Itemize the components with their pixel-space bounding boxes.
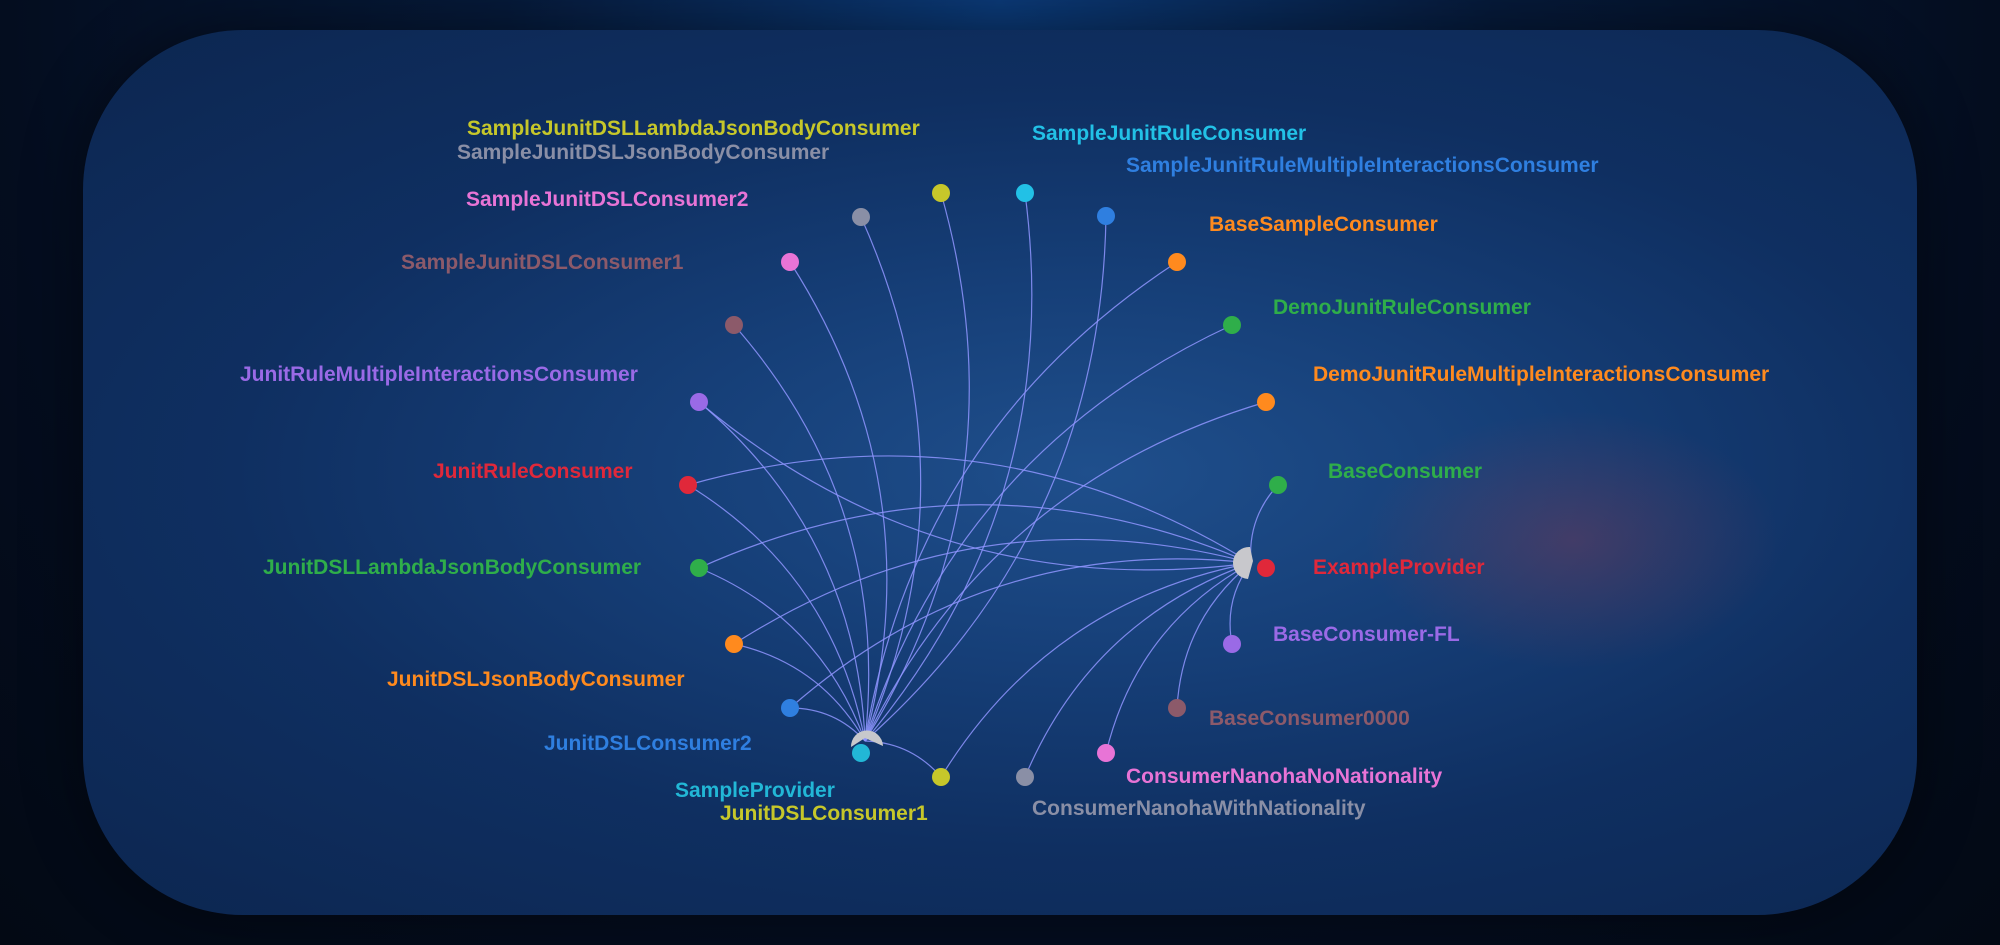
consumer-node-c17[interactable]: [932, 768, 950, 786]
consumer-label-c16: BaseConsumer0000: [1209, 707, 1410, 730]
edge-c12-example-provider: [698, 504, 1252, 569]
consumer-node-c2[interactable]: [1016, 184, 1034, 202]
consumer-label-c17: JunitDSLConsumer1: [720, 802, 928, 825]
consumer-node-c14[interactable]: [1223, 635, 1241, 653]
consumer-node-c13[interactable]: [725, 635, 743, 653]
edge-c19-example-provider: [1024, 562, 1252, 778]
labels: SampleProvider ExampleProvider SampleJunit…: [240, 117, 1769, 825]
edge-c16-example-provider: [1176, 562, 1252, 709]
edges: [687, 192, 1279, 778]
edge-c17-sample-provider: [864, 740, 942, 778]
consumer-node-c5[interactable]: [1168, 253, 1186, 271]
consumer-label-c12: JunitDSLLambdaJsonBodyConsumer: [263, 556, 641, 579]
edge-c13-sample-provider: [733, 643, 866, 742]
edge-c0-sample-provider: [864, 192, 970, 742]
edge-c12-sample-provider: [698, 567, 866, 742]
edge-c2-sample-provider: [864, 192, 1033, 742]
consumer-label-c3: SampleJunitRuleMultipleInteractionsConsu…: [1126, 154, 1599, 177]
edge-c8-example-provider: [698, 401, 1252, 571]
edge-c8-sample-provider: [698, 401, 866, 742]
consumer-label-c15: JunitDSLConsumer2: [544, 732, 752, 755]
consumer-label-c8: JunitRuleMultipleInteractionsConsumer: [240, 363, 638, 386]
provider-hub-sample-provider: [850, 730, 883, 747]
consumer-label-c0: SampleJunitDSLLambdaJsonBodyConsumer: [467, 117, 920, 140]
consumer-label-c6: SampleJunitDSLConsumer1: [401, 251, 684, 274]
edge-c1-sample-provider: [860, 216, 922, 742]
edge-c10-example-provider: [687, 455, 1252, 564]
consumer-node-c18[interactable]: [1097, 744, 1115, 762]
consumer-label-c7: DemoJunitRuleConsumer: [1273, 296, 1531, 319]
provider-label-example-provider: ExampleProvider: [1313, 556, 1485, 579]
consumer-label-c10: JunitRuleConsumer: [433, 460, 633, 483]
consumer-label-c5: BaseSampleConsumer: [1209, 213, 1438, 236]
consumer-node-c8[interactable]: [690, 393, 708, 411]
nodes: [679, 184, 1287, 786]
edge-c18-example-provider: [1105, 562, 1252, 754]
edge-c9-sample-provider: [864, 401, 1267, 742]
consumer-label-c9: DemoJunitRuleMultipleInteractionsConsume…: [1313, 363, 1769, 386]
edge-c13-example-provider: [733, 538, 1252, 645]
consumer-label-c11: BaseConsumer: [1328, 460, 1482, 483]
consumer-node-c1[interactable]: [852, 208, 870, 226]
consumer-node-c7[interactable]: [1223, 316, 1241, 334]
consumer-node-c19[interactable]: [1016, 768, 1034, 786]
consumer-label-c4: SampleJunitDSLConsumer2: [466, 188, 748, 211]
diagram-panel: [83, 30, 1917, 915]
consumer-node-c9[interactable]: [1257, 393, 1275, 411]
consumer-node-c11[interactable]: [1269, 476, 1287, 494]
consumer-label-c14: BaseConsumer-FL: [1273, 623, 1460, 646]
provider-node-example-provider[interactable]: [1257, 559, 1275, 577]
consumer-node-c4[interactable]: [781, 253, 799, 271]
edge-c15-example-provider: [789, 558, 1252, 709]
consumer-label-c13: JunitDSLJsonBodyConsumer: [387, 668, 685, 691]
edge-c17-example-provider: [940, 562, 1252, 778]
edge-c10-sample-provider: [687, 484, 866, 742]
consumer-node-c16[interactable]: [1168, 699, 1186, 717]
edge-c7-sample-provider: [864, 324, 1233, 742]
consumer-label-c19: ConsumerNanohaWithNationality: [1032, 797, 1366, 820]
consumer-node-c3[interactable]: [1097, 207, 1115, 225]
consumer-label-c18: ConsumerNanohaNoNationality: [1126, 765, 1443, 788]
provider-hub-example-provider: [1232, 546, 1253, 579]
consumer-node-c12[interactable]: [690, 559, 708, 577]
consumer-node-c10[interactable]: [679, 476, 697, 494]
edge-c5-sample-provider: [864, 261, 1178, 742]
provider-label-sample-provider: SampleProvider: [675, 779, 835, 802]
consumer-label-c1: SampleJunitDSLJsonBodyConsumer: [457, 141, 829, 164]
edge-c3-sample-provider: [864, 215, 1107, 742]
consumer-node-c15[interactable]: [781, 699, 799, 717]
consumer-node-c0[interactable]: [932, 184, 950, 202]
consumer-label-c2: SampleJunitRuleConsumer: [1032, 122, 1306, 145]
consumer-node-c6[interactable]: [725, 316, 743, 334]
provider-node-sample-provider[interactable]: [852, 744, 870, 762]
edge-c11-example-provider: [1250, 484, 1279, 564]
edge-c6-sample-provider: [733, 324, 870, 742]
